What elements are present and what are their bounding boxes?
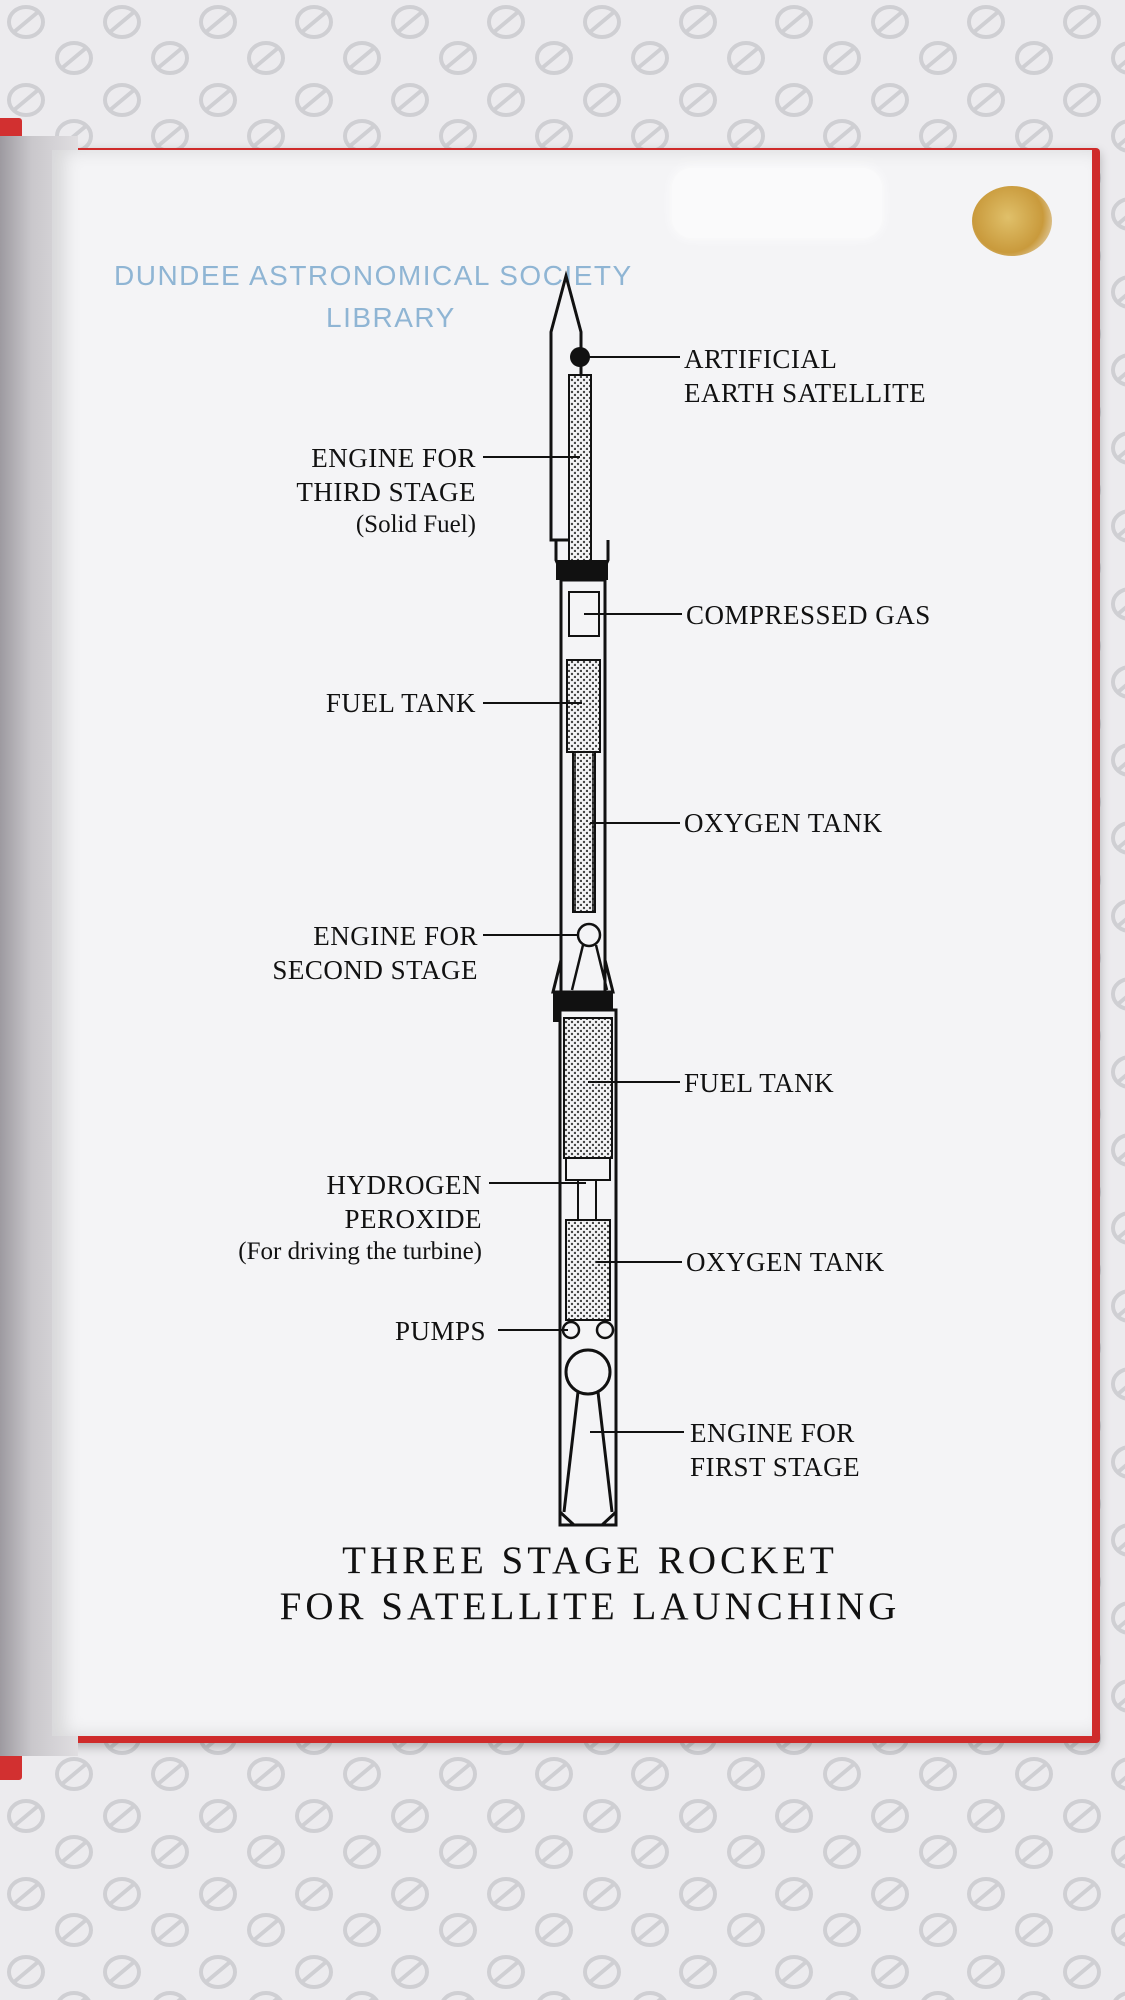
leader-lines <box>483 356 684 1433</box>
label-lower-oxygen-tank: OXYGEN TANK <box>686 1247 885 1277</box>
caption-line1: THREE STAGE ROCKET <box>342 1539 838 1582</box>
pump-right <box>595 1320 615 1340</box>
label-upper-fuel-tank: FUEL TANK <box>325 688 476 718</box>
label-first-engine-line2: FIRST STAGE <box>690 1452 861 1482</box>
rocket-nose <box>549 270 592 576</box>
first-stage <box>553 992 618 1527</box>
label-pumps: PUMPS <box>394 1316 486 1346</box>
label-peroxide-line1: HYDROGEN <box>326 1170 482 1200</box>
third-stage-solid-fuel <box>568 374 592 576</box>
upper-fuel-tank <box>566 659 601 753</box>
third-stage-body <box>554 540 610 580</box>
label-third-engine-line2: THIRD STAGE <box>296 477 476 507</box>
label-first-engine-line1: ENGINE FOR <box>690 1418 855 1448</box>
tape-residue <box>672 168 882 238</box>
label-second-engine-line2: SECOND STAGE <box>272 955 478 985</box>
second-stage <box>551 578 615 994</box>
label-peroxide-line3: (For driving the turbine) <box>238 1238 482 1265</box>
label-upper-oxygen-tank: OXYGEN TANK <box>684 808 883 838</box>
sticker-residue <box>972 186 1052 256</box>
label-peroxide-line2: PEROXIDE <box>344 1204 482 1234</box>
label-satellite-line2: EARTH SATELLITE <box>684 378 927 408</box>
lower-oxygen-tank <box>565 1219 611 1321</box>
caption-line2: FOR SATELLITE LAUNCHING <box>279 1585 901 1628</box>
label-second-engine-line1: ENGINE FOR <box>313 921 478 951</box>
first-stage-chamber <box>564 1348 612 1396</box>
satellite-dot <box>570 347 590 367</box>
label-lower-fuel-tank: FUEL TANK <box>684 1068 835 1098</box>
label-third-engine-line3: (Solid Fuel) <box>355 511 476 538</box>
upper-oxygen-tank <box>572 751 596 913</box>
peroxide-tank <box>577 1179 597 1221</box>
label-compressed-gas: COMPRESSED GAS <box>686 600 931 630</box>
label-satellite-line1: ARTIFICIAL <box>684 344 838 374</box>
label-third-engine-line1: ENGINE FOR <box>311 443 476 473</box>
library-stamp-line2: LIBRARY <box>326 302 456 333</box>
lower-fuel-tank <box>563 1017 613 1159</box>
library-stamp-line1: DUNDEE ASTRONOMICAL SOCIETY <box>114 260 633 291</box>
